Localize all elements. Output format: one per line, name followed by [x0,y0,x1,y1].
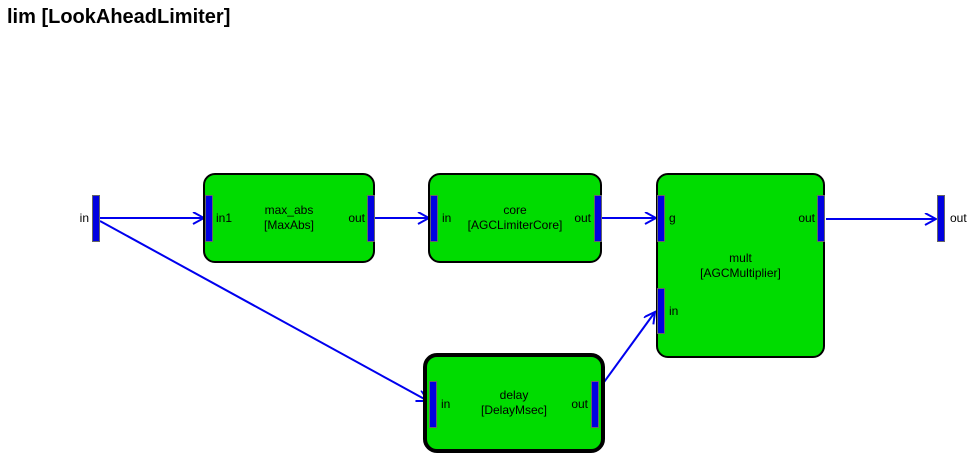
block-mult[interactable]: mult [AGCMultiplier] [656,173,825,358]
block-max-abs[interactable]: max_abs [MaxAbs] [203,173,375,263]
port-delay-out-label: out [571,397,588,411]
port-core-out-label: out [574,211,591,225]
block-max-abs-type: [MaxAbs] [263,218,314,232]
port-delay-out-bar[interactable] [591,381,599,428]
diagram-title: lim [LookAheadLimiter] [7,6,231,28]
port-max-abs-out-label: out [348,211,365,225]
wire-delay-to-mult-in[interactable] [598,312,655,390]
port-mult-out-bar[interactable] [817,195,825,242]
port-max-abs-in1-bar[interactable] [205,195,213,242]
port-mult-in-bar[interactable] [657,288,665,334]
port-mult-g-label: g [669,211,676,225]
output-terminal-label: out [950,211,967,225]
input-terminal-bar[interactable] [92,195,100,242]
block-max-abs-name: max_abs [264,203,314,217]
block-delay-type: [DelayMsec] [480,403,548,417]
block-core[interactable]: core [AGCLimiterCore] [428,173,602,263]
block-delay[interactable]: delay [DelayMsec] [423,353,605,453]
block-core-name: core [503,203,527,217]
port-mult-in-label: in [669,304,679,318]
block-mult-name: mult [729,250,752,265]
output-terminal-bar[interactable] [937,195,945,242]
port-core-in-bar[interactable] [430,195,438,242]
block-core-type: [AGCLimiterCore] [467,218,563,232]
input-terminal-label: in [79,211,89,225]
port-max-abs-out-bar[interactable] [367,195,375,242]
block-mult-type: [AGCMultiplier] [700,265,781,280]
port-mult-g-bar[interactable] [657,195,665,242]
port-delay-in-bar[interactable] [429,381,437,428]
port-mult-out-label: out [798,211,815,225]
port-core-in-label: in [442,211,452,225]
port-max-abs-in1-label: in1 [216,211,233,225]
block-delay-name: delay [499,388,529,402]
port-delay-in-label: in [441,397,451,411]
port-core-out-bar[interactable] [594,195,602,242]
